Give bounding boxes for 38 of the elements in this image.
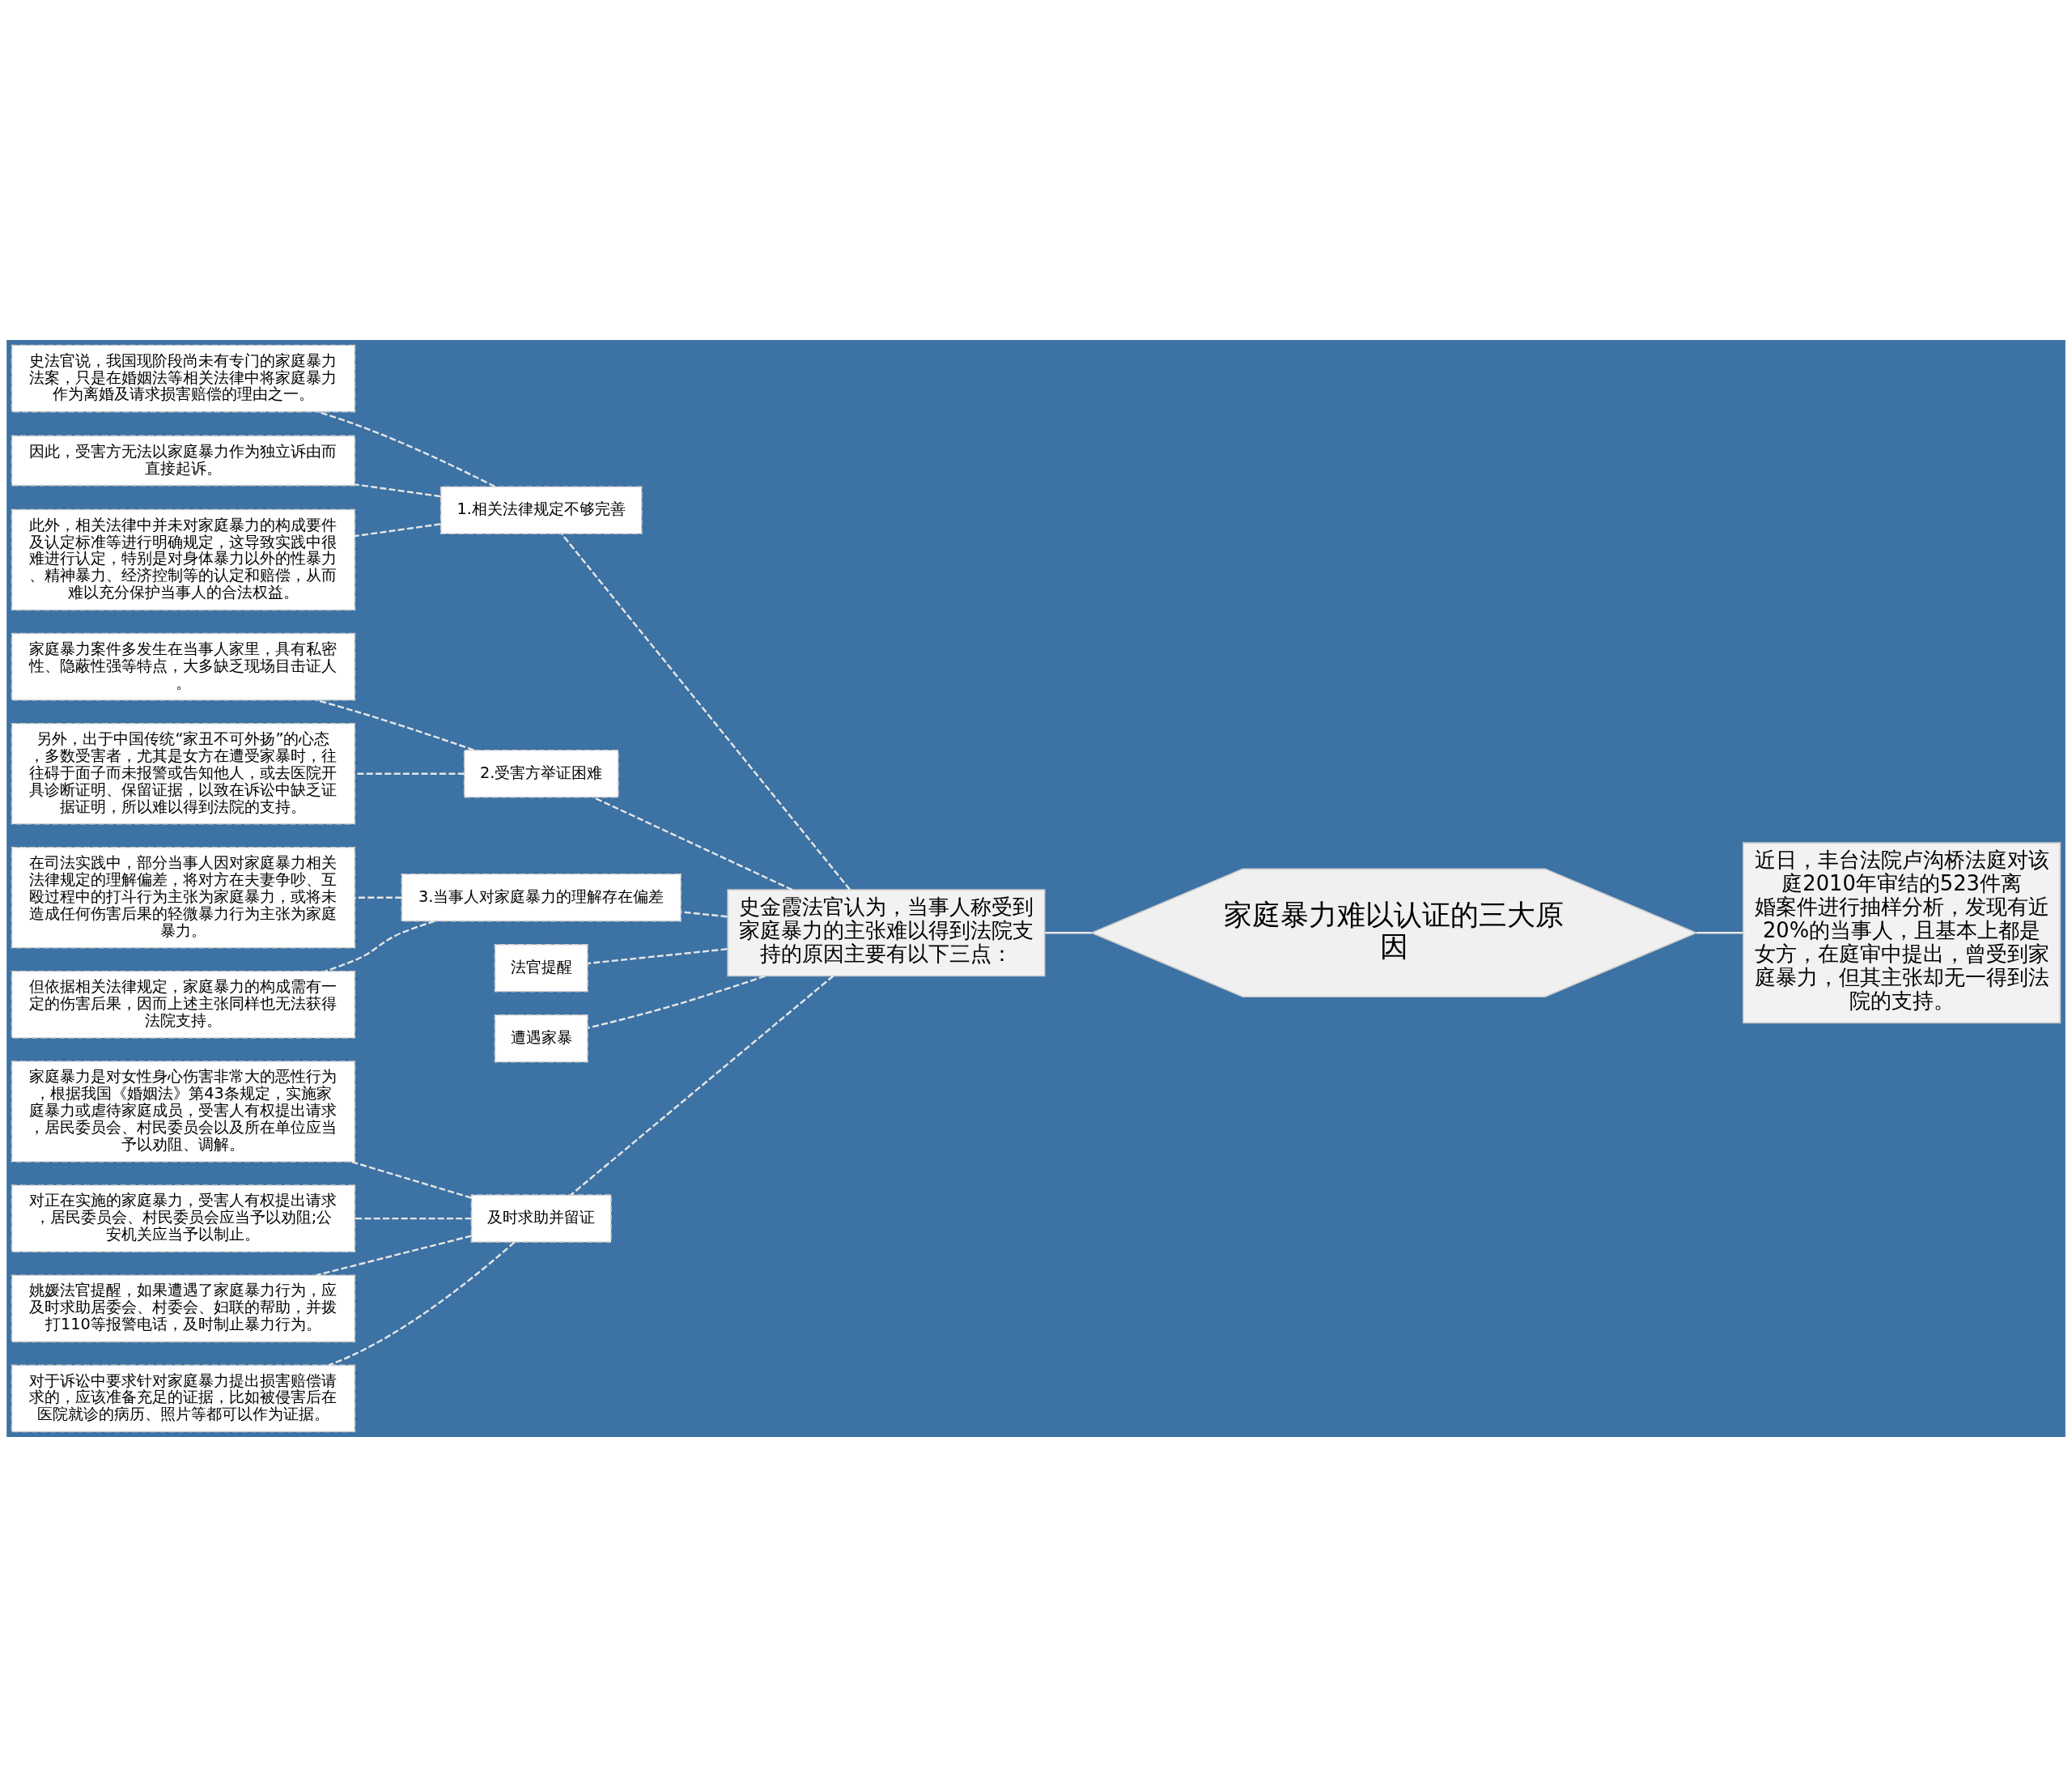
- node-box: 法官提醒: [494, 943, 588, 993]
- node-box: 遭遇家暴: [494, 1014, 588, 1063]
- node-box: 及时求助并留证: [470, 1194, 612, 1243]
- connector: [681, 911, 728, 918]
- connector: [587, 975, 766, 1029]
- connector: [325, 920, 435, 972]
- node-box: 1.相关法律规定不够完善: [439, 486, 643, 535]
- node-box: 2.受害方举证困难: [463, 749, 619, 798]
- node-box: 近日，丰台法院卢沟桥法庭对该庭2010年审结的523件离婚案件进行抽样分析，发现有近20%的当事人，且基本上都是女方，在庭审中提出，曾受到家庭暴力，但其主张却无一得到法院的支持。: [1743, 842, 2061, 1024]
- connector: [355, 523, 441, 538]
- node-box: 3.当事人对家庭暴力的理解存在偏差: [401, 873, 681, 922]
- node-box: 对正在实施的家庭暴力，受害人有权提出请求，居民委员会、村民委员会应当予以劝阻;公安机关应当予以制止。: [11, 1184, 356, 1252]
- connector: [355, 483, 441, 498]
- connector: [316, 699, 474, 751]
- connector: [355, 896, 402, 899]
- node-box: 对于诉讼中要求针对家庭暴力提出损害赔偿请求的，应该准备充足的证据，比如被侵害后在医院就诊的病历、照片等都可以作为证据。: [11, 1364, 356, 1433]
- connector: [317, 410, 495, 488]
- connector: [1696, 932, 1743, 934]
- connector: [328, 1241, 516, 1367]
- connector: [355, 1217, 472, 1220]
- node-box: 另外，出于中国传统“家丑不可外扬”的心态，多数受害者，尤其是女方在遭受家暴时，往往碍于面子而未报警或告知他人，或去医院开具诊断证明、保留证据，以致在诉讼中缺乏证据证明，所以难以得到法院的支持。: [11, 722, 356, 825]
- connector: [1045, 932, 1092, 934]
- node-box: 史法官说，我国现阶段尚未有专门的家庭暴力法案，只是在婚姻法等相关法律中将家庭暴力作为离婚及请求损害赔偿的理由之一。: [11, 344, 356, 413]
- node-box: 史金霞法官认为，当事人称受到家庭暴力的主张难以得到法院支持的原因主要有以下三点：: [727, 889, 1046, 977]
- node-box: 但依据相关法律规定，家庭暴力的构成需有一定的伤害后果，因而上述主张同样也无法获得法院支持。: [11, 971, 356, 1039]
- connector: [561, 533, 851, 891]
- connector: [588, 948, 728, 965]
- connector: [592, 796, 793, 891]
- node-box: 家庭暴力案件多发生在当事人家里，具有私密性、隐蔽性强等特点，大多缺乏现场目击证人。: [11, 632, 356, 701]
- connector: [351, 1160, 472, 1199]
- node-box: 因此，受害方无法以家庭暴力作为独立诉由而直接起诉。: [11, 435, 356, 487]
- node-box: 在司法实践中，部分当事人因对家庭暴力相关法律规定的理解偏差，将对方在夫妻争吵、互殴过程中的打斗行为主张为家庭暴力，或将未造成任何伤害后果的轻微暴力行为主张为家庭暴力。: [11, 846, 356, 949]
- connector: [355, 772, 465, 775]
- connector: [316, 1235, 472, 1277]
- node-box: 家庭暴力是对女性身心伤害非常大的恶性行为，根据我国《婚姻法》第43条规定，实施家庭暴力或虐待家庭成员，受害人有权提出请求，居民委员会、村民委员会以及所在单位应当予以劝阻、调解。: [11, 1061, 356, 1163]
- node-box: 此外，相关法律中并未对家庭暴力的构成要件及认定标准等进行明确规定，这导致实践中很难进行认定，特别是对身体暴力以外的性暴力、精神暴力、经济控制等的认定和赔偿，从而难以充分保护当事人的合法权益。: [11, 508, 356, 611]
- connector: [570, 975, 834, 1196]
- node-box: 姚媛法官提醒，如果遭遇了家庭暴力行为，应及时求助居委会、村委会、妇联的帮助，并拨打110等报警电话，及时制止暴力行为。: [11, 1274, 356, 1343]
